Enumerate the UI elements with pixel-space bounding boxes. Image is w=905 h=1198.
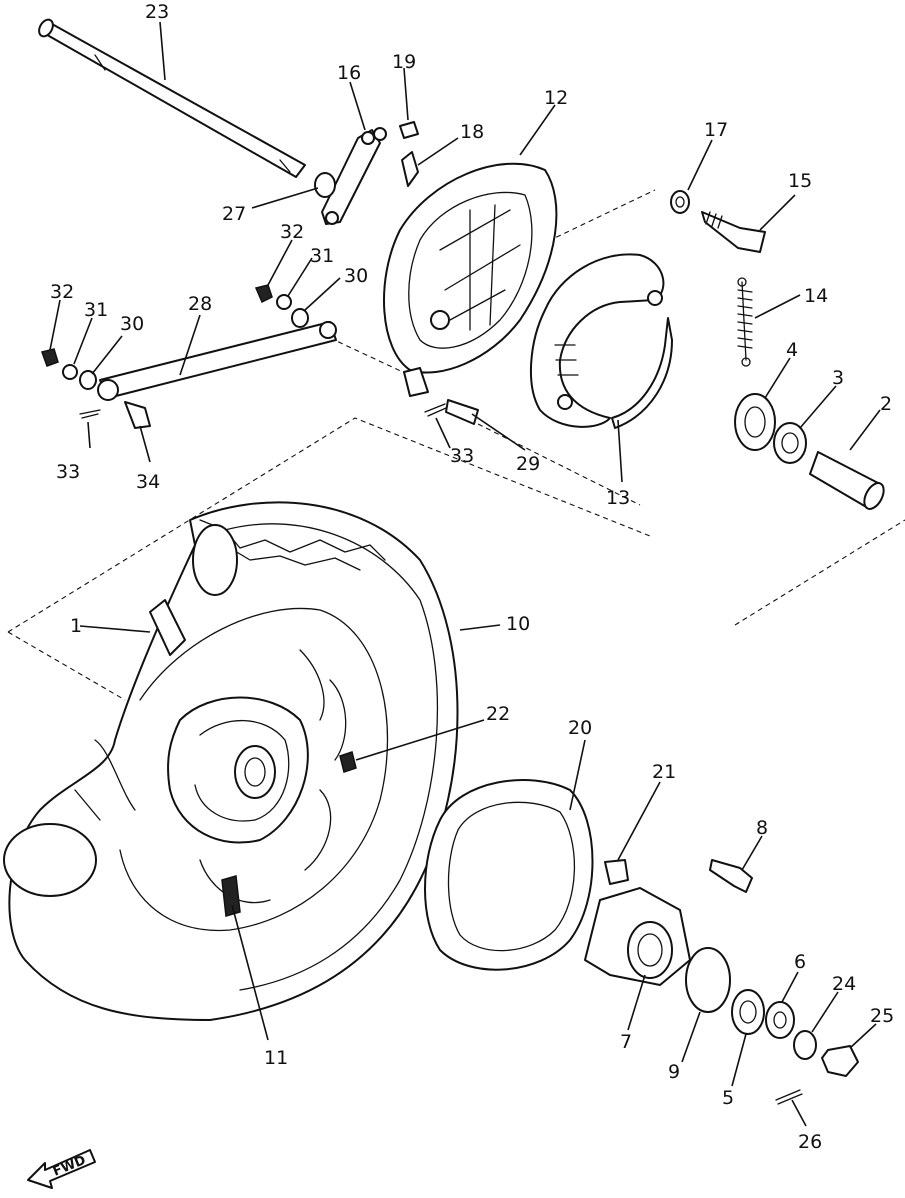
- callout-17: 17: [704, 119, 728, 141]
- callout-26: 26: [798, 1131, 822, 1153]
- callout-18: 18: [460, 121, 484, 143]
- wear-indicator: [401, 151, 419, 187]
- callout-31-upper: 31: [310, 245, 334, 267]
- callout-33-right: 33: [450, 445, 474, 467]
- bolt-21: [604, 859, 629, 885]
- fwd-label: FWD: [51, 1153, 88, 1180]
- callout-6: 6: [794, 951, 806, 973]
- callout-12: 12: [544, 87, 568, 109]
- callout-21: 21: [652, 761, 676, 783]
- callout-24: 24: [832, 973, 856, 995]
- washer-31-upper: [276, 294, 292, 310]
- oil-seal-17: [670, 190, 690, 214]
- washer-24: [793, 1030, 817, 1060]
- assembly-reference-lines: [7, 189, 905, 701]
- callout-11: 11: [264, 1047, 288, 1069]
- nut-32-upper: [254, 284, 273, 304]
- callout-22: 22: [486, 703, 510, 725]
- callout-19: 19: [392, 51, 416, 73]
- circlip-9: [685, 947, 731, 1013]
- callout-20: 20: [568, 717, 592, 739]
- cotter-pin-33-right: [424, 403, 447, 417]
- bearing-4: [734, 393, 776, 451]
- callout-5: 5: [722, 1087, 734, 1109]
- bolt-8: [709, 859, 753, 893]
- cotter-pin-33-left: [79, 409, 101, 419]
- callout-30-lower: 30: [120, 313, 144, 335]
- oil-seal-3: [773, 422, 807, 464]
- tension-bar-bolt: [124, 401, 151, 429]
- bearing-5: [731, 989, 765, 1035]
- brake-shoe-spring: [737, 277, 753, 367]
- brake-shoe-plate: [383, 162, 558, 397]
- callout-32-lower: 32: [50, 281, 74, 303]
- callout-labels: 23 16 19 18 12 17 15 27 32 31 30 28 32 3…: [50, 1, 894, 1153]
- callout-33-left: 33: [56, 461, 80, 483]
- callout-25: 25: [870, 1005, 894, 1027]
- callout-16: 16: [337, 62, 361, 84]
- nut-32-lower: [41, 348, 59, 367]
- callout-28: 28: [188, 293, 212, 315]
- hub-clutch: [584, 887, 691, 986]
- axle-nut-25: [821, 1045, 859, 1077]
- leader-lines: [49, 21, 881, 1127]
- axle-shaft: [38, 18, 306, 178]
- callout-14: 14: [804, 285, 828, 307]
- callout-23: 23: [145, 1, 169, 23]
- callout-2: 2: [880, 393, 892, 415]
- callout-30-upper: 30: [344, 265, 368, 287]
- callout-3: 3: [832, 367, 844, 389]
- callout-8: 8: [756, 817, 768, 839]
- brake-camshaft: [701, 211, 766, 253]
- rear-wheel-assembly: [3, 501, 459, 1021]
- forward-direction-arrow: FWD: [27, 1149, 96, 1189]
- cotter-pin-26: [775, 1089, 803, 1105]
- callout-31-lower: 31: [84, 299, 108, 321]
- washer-30-lower: [79, 370, 97, 390]
- callout-4: 4: [786, 339, 798, 361]
- callout-32-upper: 32: [280, 221, 304, 243]
- callout-10: 10: [506, 613, 530, 635]
- callout-15: 15: [788, 170, 812, 192]
- callout-7: 7: [620, 1031, 632, 1053]
- callout-9: 9: [668, 1061, 680, 1083]
- damper-ring: [424, 779, 594, 971]
- brake-shoe-set: [530, 253, 673, 429]
- washer-27: [314, 172, 336, 198]
- bolt-29: [445, 399, 479, 425]
- callout-13: 13: [606, 487, 630, 509]
- callout-34: 34: [136, 471, 160, 493]
- callout-29: 29: [516, 453, 540, 475]
- brake-cam-bolt: [399, 121, 419, 139]
- brake-cam-lever: [321, 127, 387, 225]
- callout-1: 1: [70, 615, 82, 637]
- collar-spacer: [809, 451, 885, 510]
- washer-31-lower: [62, 364, 78, 380]
- callout-27: 27: [222, 203, 246, 225]
- tension-bar: [97, 321, 337, 401]
- oil-seal-6: [765, 1001, 795, 1039]
- washer-30-upper: [291, 308, 309, 328]
